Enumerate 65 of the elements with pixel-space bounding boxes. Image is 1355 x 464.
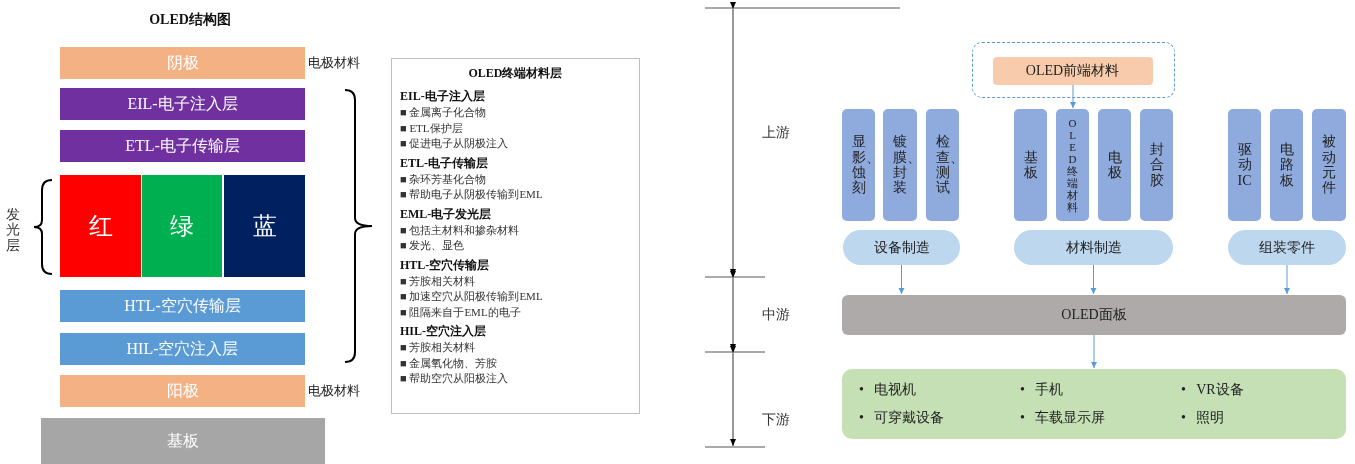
emission-cell: 绿 — [142, 175, 222, 277]
material-box: OLED前端材料 — [992, 56, 1153, 85]
list-item: ■ 金属离子化合物 — [400, 105, 488, 120]
dashed-group-box — [972, 42, 1175, 98]
arrow — [1091, 334, 1097, 369]
layer-bar: 阴极 — [60, 47, 305, 79]
arrow — [898, 264, 905, 295]
category-column: 被动元件 — [1312, 109, 1346, 221]
list-item: ■ 芳胺相关材料 — [400, 273, 477, 289]
panel-bar: OLED面板 — [842, 295, 1346, 335]
category-column: OLED终端材料 — [1056, 109, 1089, 221]
stage-label: 下游 — [762, 411, 790, 429]
list-item: ■ 促进电子从阴极注入 — [400, 136, 510, 151]
list-item: • 车载显示屏 — [1019, 409, 1106, 427]
category-column: 驱动IC — [1228, 109, 1261, 221]
arrow — [1090, 264, 1097, 295]
list-item: ■ 芳胺相关材料 — [400, 340, 477, 355]
stage-label: 中游 — [762, 306, 790, 324]
section-heading: ETL-电子传输层 — [400, 154, 489, 172]
group-pill: 设备制造 — [843, 230, 960, 265]
list-item: ■ 加速空穴从阳极传输到EML — [400, 289, 544, 304]
stage-label: 上游 — [762, 124, 790, 142]
list-item: • 照明 — [1180, 409, 1225, 427]
category-column: 电路板 — [1270, 109, 1303, 221]
arrow — [1284, 264, 1290, 295]
side-label: 电极材料 — [308, 54, 360, 72]
diagram-title: OLED结构图 — [148, 11, 232, 29]
side-label: 电极材料 — [308, 382, 360, 400]
category-column: 电极 — [1098, 109, 1131, 221]
category-column: 封合胶 — [1140, 109, 1173, 221]
list-item: ■ 帮助电子从阴极传输到EML — [400, 187, 544, 202]
list-item: ■ 发光、显色 — [400, 238, 466, 253]
info-panel — [391, 58, 640, 414]
group-pill: 组装零件 — [1228, 230, 1346, 265]
application-box — [842, 369, 1346, 439]
list-item: • 可穿戴设备 — [858, 409, 945, 427]
section-heading: HTL-空穴传输层 — [400, 256, 491, 274]
category-column: 镀膜、封装 — [883, 109, 917, 221]
layer-bar: ETL-电子传输层 — [60, 130, 305, 162]
arrow — [1070, 84, 1076, 109]
section-heading: EIL-电子注入层 — [400, 88, 486, 105]
layer-bar: 阳极 — [60, 375, 305, 407]
vertical-label: 发光层 — [6, 207, 20, 254]
layer-bar: 基板 — [41, 418, 325, 464]
emission-cell: 红 — [60, 175, 141, 277]
category-column: 基板 — [1014, 109, 1047, 221]
group-pill: 材料制造 — [1014, 230, 1173, 265]
section-heading: HIL-空穴注入层 — [400, 323, 487, 340]
list-item: ■ 包括主材料和掺杂材料 — [400, 222, 521, 238]
layer-bar: HTL-空穴传输层 — [60, 290, 305, 322]
list-item: ■ 帮助空穴从阳极注入 — [400, 371, 510, 386]
category-column: 显影、蚀刻 — [842, 109, 875, 221]
panel-title: OLED终端材料层 — [467, 65, 564, 82]
list-item: ■ 金属氧化物、芳胺 — [400, 355, 499, 371]
list-item: ■ 阻隔来自于EML的电子 — [400, 304, 522, 320]
layer-bar: EIL-电子注入层 — [60, 88, 305, 120]
layer-bar: HIL-空穴注入层 — [60, 333, 305, 365]
section-heading: EML-电子发光层 — [400, 205, 493, 223]
list-item: • 电视机 — [858, 381, 917, 399]
list-item: • VR设备 — [1180, 381, 1244, 399]
list-item: ■ 杂环芳基化合物 — [400, 171, 488, 187]
category-column: 检查、测试 — [926, 109, 959, 221]
list-item: ■ ETL保护层 — [400, 120, 464, 136]
list-item: • 手机 — [1019, 381, 1064, 399]
emission-cell: 蓝 — [224, 175, 305, 277]
